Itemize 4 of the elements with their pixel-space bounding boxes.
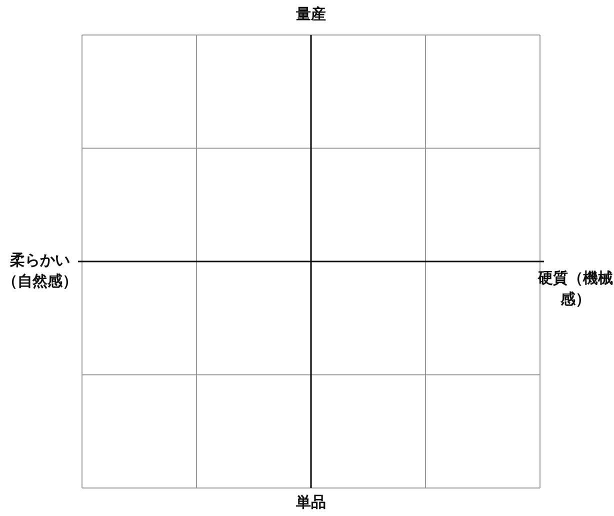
axis-label: 単品 xyxy=(295,492,327,513)
axis-label: 硬質（機械感） xyxy=(537,268,614,310)
axis-label: 柔らかい（自然感） xyxy=(2,250,78,292)
axis-label: 量産 xyxy=(295,4,327,25)
